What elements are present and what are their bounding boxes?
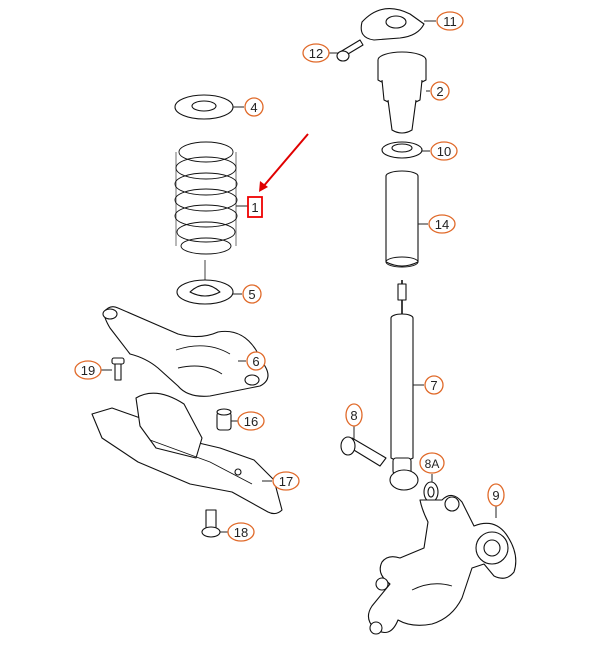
part-12-bolt (336, 39, 364, 62)
part-6-lower-arm (102, 306, 269, 397)
part-18-bolt (201, 509, 221, 538)
part-1-coil-spring (174, 141, 238, 255)
callout-18-label: 18 (234, 525, 248, 540)
part-19-bolt (111, 357, 125, 381)
part-9-wheel-carrier (367, 494, 517, 635)
callout-17: 17 (262, 471, 300, 491)
callout-1-label: 1 (251, 200, 258, 215)
callout-17-label: 17 (279, 474, 293, 489)
callout-12-label: 12 (309, 46, 323, 61)
callout-10-label: 10 (437, 144, 451, 159)
part-11-top-mount (360, 8, 425, 41)
callout-4-label: 4 (250, 100, 257, 115)
callout-16: 16 (231, 411, 265, 431)
part-5-lower-spring-seat (176, 260, 234, 305)
callout-4: 4 (233, 97, 264, 117)
callout-5-label: 5 (248, 287, 255, 302)
callout-14: 14 (418, 214, 456, 234)
callout-6-label: 6 (252, 354, 259, 369)
callout-1: 1 (236, 196, 263, 218)
callout-9-label: 9 (492, 488, 499, 503)
part-17-bracket (91, 392, 283, 515)
callout-8a: 8A (419, 452, 445, 482)
callout-7-label: 7 (430, 378, 437, 393)
part-10-dust-cap (381, 141, 423, 159)
part-8a-washer (423, 481, 439, 503)
callout-16-label: 16 (244, 414, 258, 429)
callout-11-label: 11 (443, 14, 457, 29)
callout-8a-label: 8A (425, 457, 440, 471)
callout-9: 9 (487, 483, 505, 518)
callout-19: 19 (74, 360, 112, 380)
part-14-sleeve (385, 170, 419, 268)
callout-6: 6 (238, 351, 266, 371)
callout-7: 7 (413, 375, 444, 395)
callout-2: 2 (426, 81, 450, 101)
callout-19-label: 19 (81, 363, 95, 378)
callout-10: 10 (422, 141, 458, 161)
callout-18: 18 (220, 522, 255, 542)
part-2-bump-stop (377, 51, 427, 134)
highlight-arrow (259, 133, 309, 192)
callout-11: 11 (424, 11, 464, 31)
part-7-shock-absorber (389, 280, 419, 491)
part-16-bushing (216, 408, 232, 431)
part-8-bolt (340, 436, 387, 467)
callout-14-label: 14 (435, 217, 449, 232)
callout-12: 12 (302, 43, 338, 63)
callout-8-label: 8 (350, 408, 357, 423)
callout-8: 8 (345, 403, 363, 440)
callout-2-label: 2 (436, 84, 443, 99)
part-4-spring-seat (174, 94, 234, 120)
callout-5: 5 (233, 284, 262, 304)
